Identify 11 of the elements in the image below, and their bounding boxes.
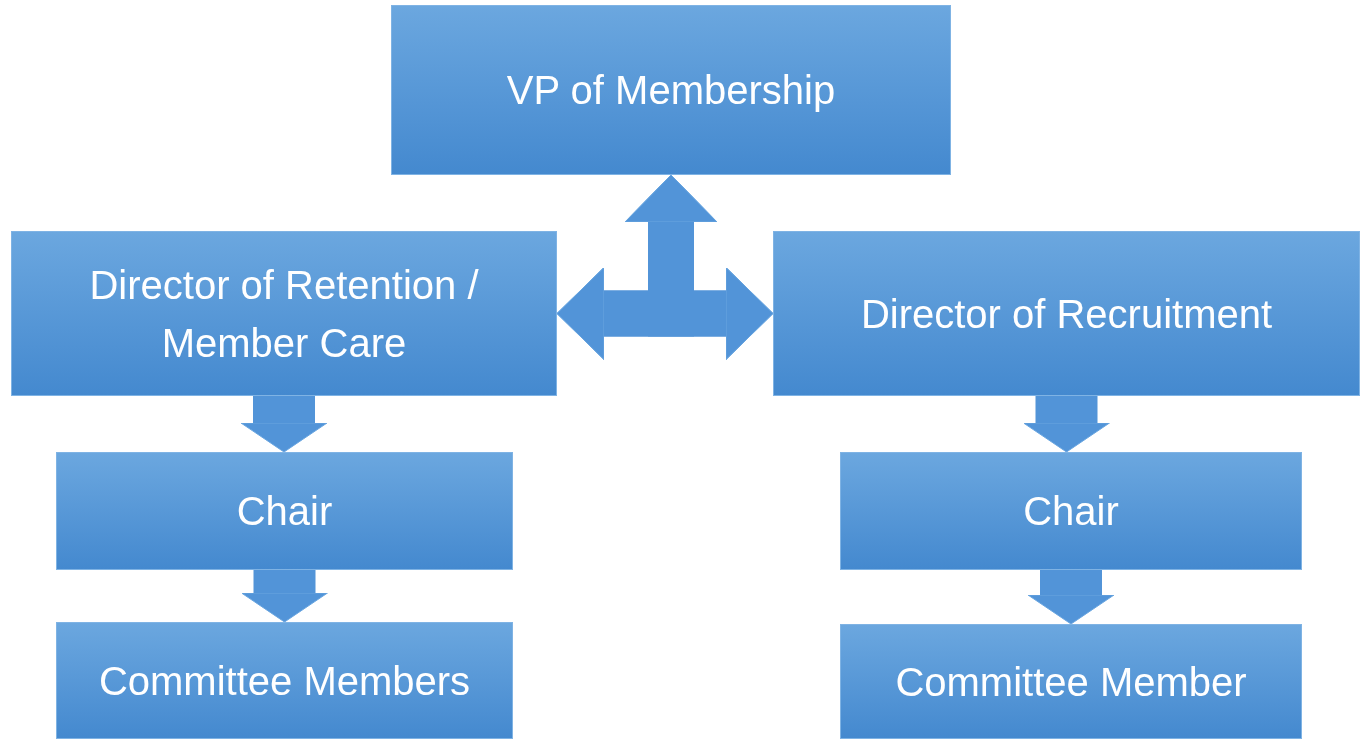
org-box: Director of Recruitment [773, 231, 1360, 396]
org-box: Committee Members [56, 622, 513, 739]
block-arrow [240, 396, 328, 453]
block-arrow [1027, 570, 1115, 625]
org-box: Director of Retention / Member Care [11, 231, 557, 396]
org-box: Chair [56, 452, 513, 570]
org-box: Chair [840, 452, 1302, 570]
org-box: VP of Membership [391, 5, 951, 175]
block-arrow [241, 570, 328, 623]
org-box: Committee Member [840, 624, 1302, 739]
block-arrow [1023, 396, 1110, 453]
